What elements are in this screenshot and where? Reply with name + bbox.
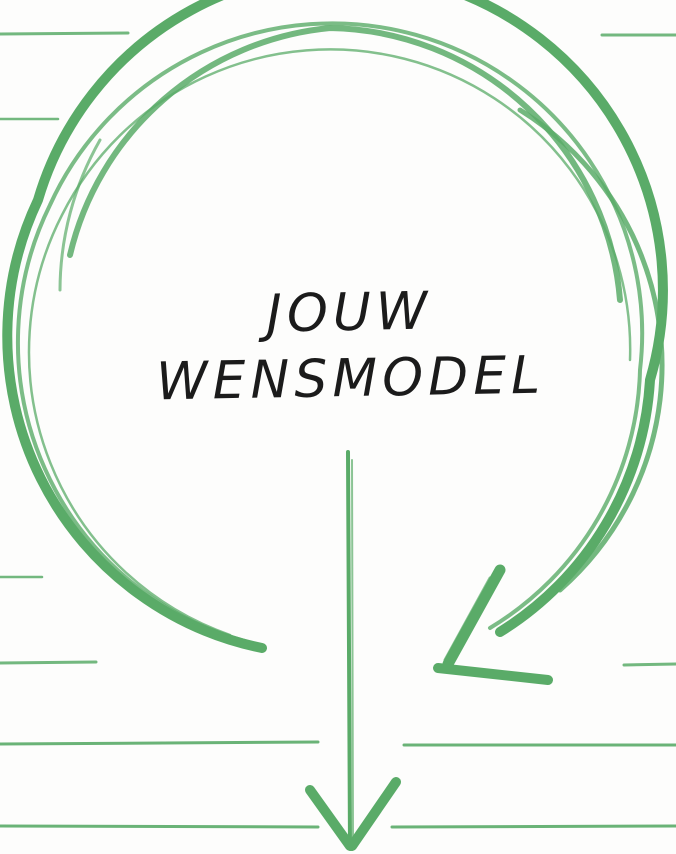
background-line (0, 742, 318, 744)
background-line (0, 662, 96, 663)
background-line (0, 826, 318, 827)
background-line (392, 826, 676, 827)
background-line (624, 664, 676, 665)
background-line (0, 33, 128, 34)
diagram-title: JOUW WENSMODEL (129, 276, 571, 416)
down-arrow-icon (310, 452, 396, 846)
title-line-2: WENSMODEL (130, 342, 571, 416)
title-line-1: JOUW (129, 276, 570, 350)
